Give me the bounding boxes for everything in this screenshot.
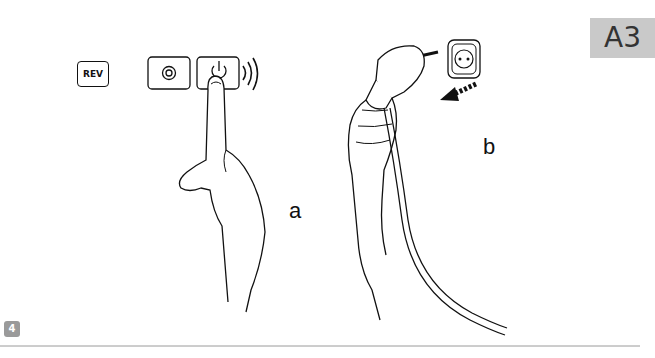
motion-arrow <box>440 87 459 101</box>
press-waves <box>248 62 252 85</box>
fingers <box>356 110 392 144</box>
socket-hole <box>467 58 470 61</box>
node-text: 4 <box>9 324 16 334</box>
section-tab: A3 <box>590 18 655 58</box>
fingernail <box>211 82 221 84</box>
rule-line <box>0 346 640 347</box>
hand <box>348 100 380 320</box>
rev-button: REV <box>77 61 109 87</box>
hand <box>179 90 228 302</box>
hand <box>382 98 397 255</box>
callout-letter: b <box>483 134 495 160</box>
socket-hole <box>459 58 462 61</box>
hand <box>224 150 226 172</box>
hand <box>208 76 265 312</box>
step-number: 4 <box>4 321 20 337</box>
wall-socket <box>452 44 476 74</box>
wall-socket <box>455 50 473 68</box>
press-waves <box>243 66 246 80</box>
cable <box>384 108 505 335</box>
power-icon <box>218 61 219 71</box>
button-icon <box>163 67 176 80</box>
plug-grip <box>366 80 392 109</box>
button-icon <box>166 70 172 76</box>
callout-letter: a <box>289 198 301 224</box>
wall-socket <box>448 40 480 78</box>
node-text: A3 <box>604 24 641 52</box>
cable <box>390 108 507 328</box>
node-text: REV <box>83 70 103 79</box>
press-waves <box>253 58 258 90</box>
button <box>148 57 190 89</box>
